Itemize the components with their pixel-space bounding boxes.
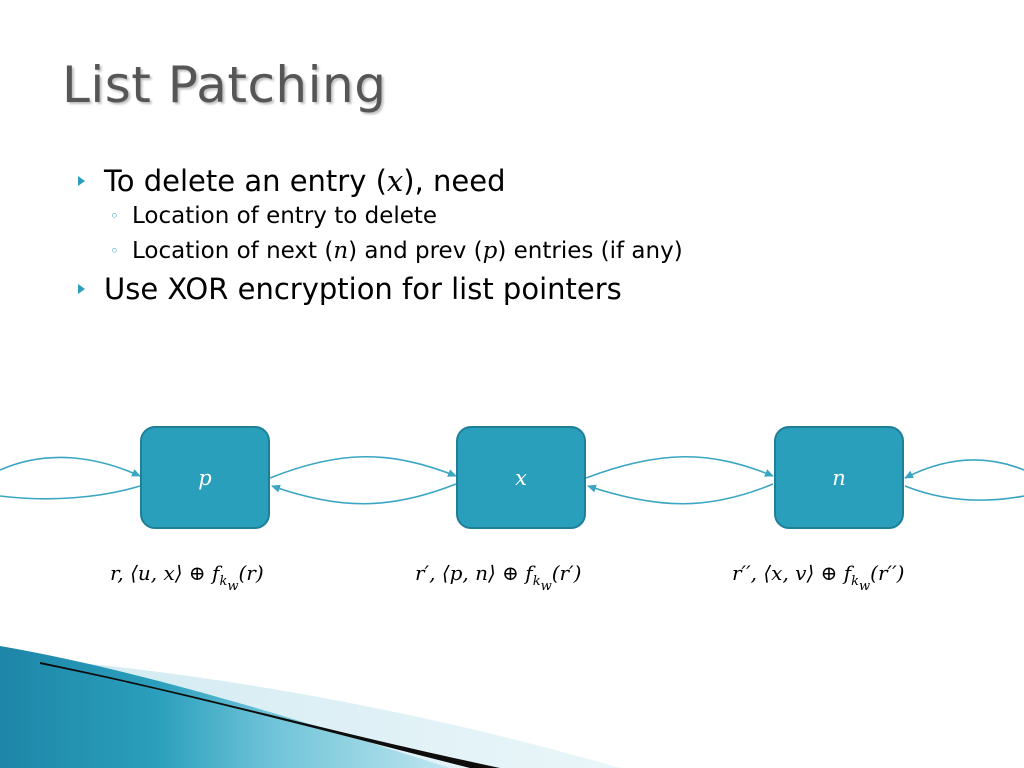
subbullet-text-mid: ) and prev ( [348, 238, 483, 264]
formula-subsub: w [540, 579, 552, 594]
bullet-xor-encryption: Use XOR encryption for list pointers [76, 271, 996, 307]
swoosh-black [40, 662, 500, 768]
subbullet-text-pre: Location of next ( [132, 238, 334, 264]
swoosh-blue [0, 646, 450, 768]
arrow-p-to-left [0, 485, 141, 500]
arrow-x-to-n [585, 455, 774, 479]
arrow-right-to-n [904, 459, 1024, 479]
circle-bullet-icon: ◦ [110, 242, 119, 260]
decorative-swoosh [0, 646, 620, 768]
arrow-n-to-right [904, 485, 1024, 501]
formula-post: (r′) [551, 561, 582, 585]
formula-pre: r′, ⟨p, n⟩ ⊕ f [415, 561, 533, 585]
bullet-text: Use XOR encryption for list pointers [104, 272, 622, 306]
node-p-label: p [198, 466, 211, 490]
formula-subsub: w [859, 579, 871, 594]
node-n [774, 426, 904, 529]
slide-title: List Patching [62, 56, 387, 114]
formula-x: r′, ⟨p, n⟩ ⊕ fkw(r′) [415, 561, 581, 594]
node-x-label: x [515, 466, 527, 490]
formula-pre: r, ⟨u, x⟩ ⊕ f [110, 561, 220, 585]
subbullet-text-post: ) entries (if any) [497, 238, 683, 264]
arrow-p-to-x [269, 455, 457, 479]
bullet-list: To delete an entry (x), need ◦ Location … [76, 163, 996, 307]
node-n-label: n [832, 466, 846, 490]
node-x [456, 426, 586, 529]
formula-sub: k [851, 574, 860, 589]
math-var-n: n [333, 238, 349, 264]
formula-sub: k [219, 574, 228, 589]
math-var-p: p [482, 238, 498, 264]
formula-post: (r) [238, 561, 264, 585]
formula-subsub: w [227, 579, 239, 594]
linked-list-diagram: p x n [0, 426, 1024, 529]
triangle-bullet-icon [78, 176, 85, 186]
circle-bullet-icon: ◦ [110, 207, 119, 225]
bullet-text-post: ), need [403, 164, 506, 198]
arrow-left-to-p [0, 456, 141, 477]
arrow-x-to-p [271, 483, 457, 505]
triangle-bullet-icon [78, 284, 85, 294]
bullet-text-pre: To delete an entry ( [104, 164, 387, 198]
formula-n: r′′, ⟨x, v⟩ ⊕ fkw(r′′) [732, 561, 904, 594]
math-var-x: x [386, 164, 404, 198]
subbullet-text: Location of entry to delete [132, 203, 438, 229]
arrow-n-to-x [587, 483, 774, 505]
formula-post: (r′′) [870, 561, 905, 585]
bullet-delete-entry: To delete an entry (x), need [76, 163, 996, 199]
node-p [140, 426, 270, 529]
formula-pre: r′′, ⟨x, v⟩ ⊕ f [732, 561, 852, 585]
subbullet-location-entry: ◦ Location of entry to delete [76, 199, 996, 234]
formula-sub: k [532, 574, 541, 589]
formula-p: r, ⟨u, x⟩ ⊕ fkw(r) [110, 561, 264, 594]
subbullet-location-next-prev: ◦ Location of next (n) and prev (p) entr… [76, 234, 996, 269]
